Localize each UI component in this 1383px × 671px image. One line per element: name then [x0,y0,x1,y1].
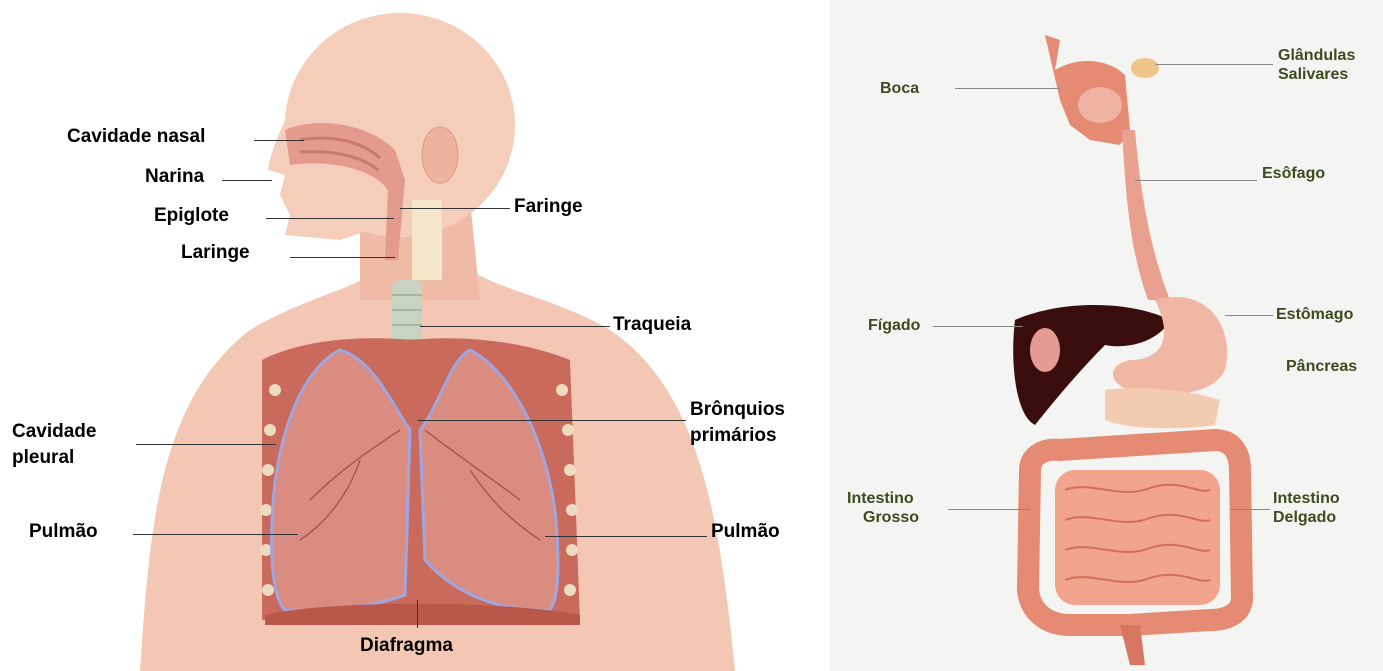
leader-line [418,420,686,421]
label-salivares: Salivares [1278,65,1348,84]
leader-line [1135,180,1257,181]
leader-line [136,444,276,445]
label-cavidade-nasal: Cavidade nasal [67,126,205,148]
label-estomago: Estômago [1276,305,1353,324]
label-boca: Boca [880,79,919,98]
leader-line [1230,509,1270,510]
label-glandulas: Glândulas [1278,46,1355,65]
label-figado: Fígado [868,316,920,335]
label-pulmao-right: Pulmão [711,521,780,543]
leader-line [254,140,304,141]
label-pancreas: Pâncreas [1286,357,1357,376]
label-bronquios: Brônquios [690,399,785,421]
leader-line [955,88,1060,89]
digestive-illustration [830,0,1383,671]
label-pulmao-left: Pulmão [29,521,98,543]
respiratory-system-panel: Cavidade nasal Narina Epiglote Laringe F… [0,0,800,671]
label-esofago: Esôfago [1262,164,1325,183]
label-faringe: Faringe [514,196,583,218]
leader-line [400,208,510,209]
leader-line [933,326,1023,327]
label-narina: Narina [145,166,204,188]
leader-line [1155,64,1273,65]
small-intestine-shape [1055,470,1220,605]
leader-line [420,326,610,327]
label-cavidade: Cavidade [12,421,96,443]
ear-shape [422,127,458,183]
label-traqueia: Traqueia [613,314,691,336]
label-diafragma: Diafragma [360,635,453,657]
label-intestino-delgado: Intestino [1273,489,1340,508]
leader-line [545,536,707,537]
leader-line [948,509,1030,510]
digestive-system-panel: Boca Glândulas Salivares Esôfago Fígado … [830,0,1383,671]
label-intestino-grosso: Intestino [847,489,914,508]
leader-line [222,180,272,181]
leader-line [133,534,298,535]
label-grosso: Grosso [863,508,919,527]
label-laringe: Laringe [181,242,250,264]
leader-line [290,257,395,258]
leader-line [1225,315,1273,316]
esophagus-shape [1122,130,1170,300]
label-pleural: pleural [12,447,74,469]
label-delgado: Delgado [1273,508,1336,527]
salivary-gland-shape [1131,58,1159,78]
label-primarios: primários [690,425,777,447]
leader-line [417,600,418,628]
label-epiglote: Epiglote [154,205,229,227]
pancreas-shape [1105,388,1220,428]
leader-line [266,218,394,219]
mouth-shape [1045,35,1130,145]
